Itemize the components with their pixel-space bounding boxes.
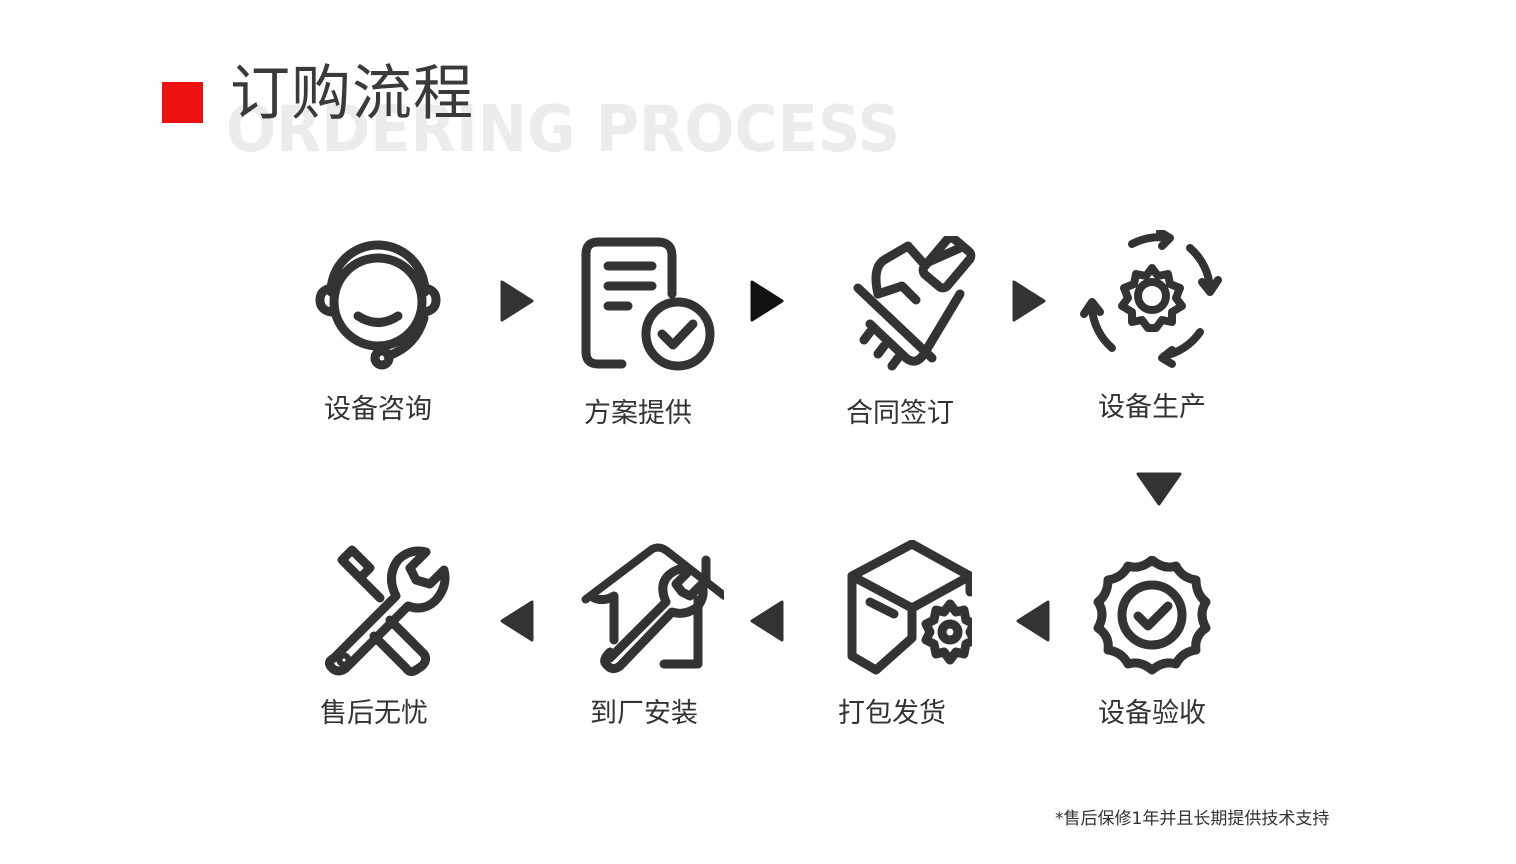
step-acceptance: 设备验收 bbox=[1042, 556, 1262, 730]
page-subtitle: ORDERING PROCESS bbox=[226, 93, 900, 167]
arrow-down-icon bbox=[1136, 472, 1182, 506]
arrow-right-icon bbox=[750, 280, 784, 322]
arrow-left-icon bbox=[1016, 600, 1050, 642]
step-proposal: 方案提供 bbox=[528, 236, 748, 430]
step-production: 设备生产 bbox=[1042, 230, 1262, 424]
step-label: 设备验收 bbox=[1098, 698, 1206, 729]
gear-cycle-icon bbox=[1080, 230, 1222, 368]
step-installation: 到厂安装 bbox=[534, 540, 754, 730]
arrow-right-icon bbox=[500, 280, 534, 322]
step-label: 设备咨询 bbox=[324, 394, 432, 425]
badge-check-icon bbox=[1093, 556, 1211, 675]
step-after-sales: 售后无忧 bbox=[264, 540, 484, 730]
step-label: 售后无忧 bbox=[320, 698, 428, 729]
step-label: 设备生产 bbox=[1098, 392, 1206, 423]
document-check-icon bbox=[581, 237, 715, 371]
step-label: 方案提供 bbox=[584, 398, 692, 429]
step-label: 打包发货 bbox=[838, 698, 946, 729]
page-title: 订购流程 bbox=[230, 59, 474, 129]
headset-icon bbox=[315, 240, 441, 370]
tools-icon bbox=[324, 545, 450, 676]
arrow-right-icon bbox=[1012, 280, 1046, 322]
arrow-left-icon bbox=[750, 600, 784, 642]
arrow-left-icon bbox=[500, 600, 534, 642]
step-label: 到厂安装 bbox=[590, 698, 698, 729]
step-label: 合同签订 bbox=[846, 398, 954, 429]
step-consultation: 设备咨询 bbox=[268, 232, 488, 426]
step-contract: 合同签订 bbox=[790, 236, 1010, 430]
box-gear-icon bbox=[847, 540, 972, 675]
title-accent-square bbox=[162, 82, 203, 123]
footnote: *售后保修1年并且长期提供技术支持 bbox=[1055, 809, 1330, 829]
step-shipping: 打包发货 bbox=[782, 540, 1002, 730]
house-wrench-icon bbox=[581, 543, 724, 674]
handshake-icon bbox=[853, 236, 976, 371]
